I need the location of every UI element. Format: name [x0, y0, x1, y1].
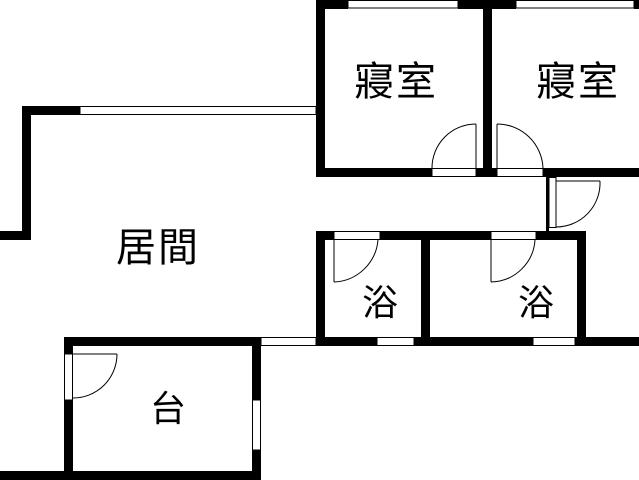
room-label-bedroom-1: 寢室 [354, 59, 438, 105]
room-label-bath-1: 浴 [362, 283, 399, 324]
room-label-living-room: 居間 [116, 225, 200, 271]
room-label-bath-2: 浴 [518, 283, 555, 324]
door-swings [72, 123, 601, 399]
room-label-balcony: 台 [150, 389, 187, 430]
windows [64, 0, 635, 451]
room-label-bedroom-2: 寢室 [536, 59, 620, 105]
